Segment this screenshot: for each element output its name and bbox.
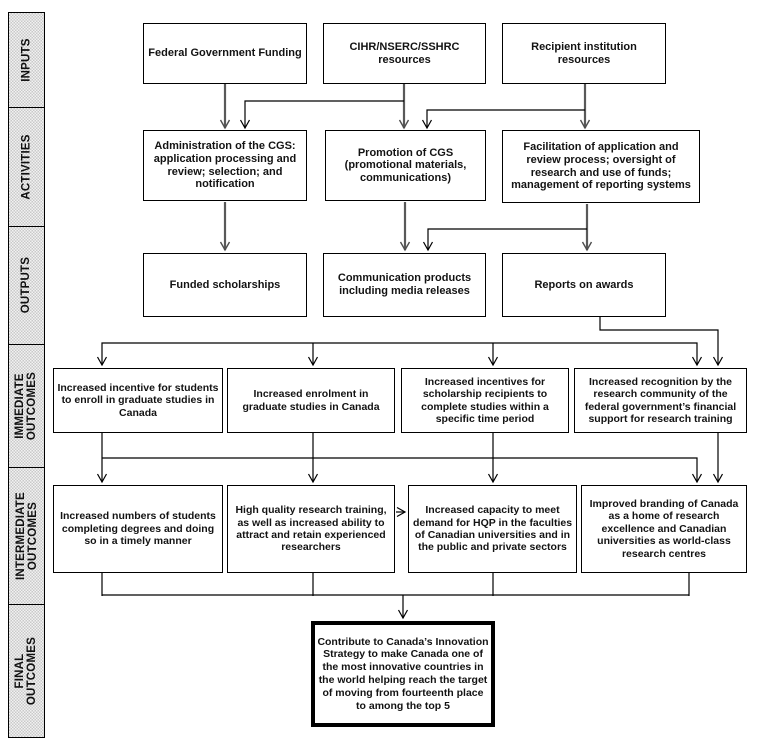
immediate-increased-enrolment-box: Increased enrolment in graduate studies … (227, 368, 395, 433)
box-text: Facilitation of application and review p… (511, 141, 691, 192)
box-text: Funded scholarships (169, 278, 281, 291)
intermediate-high-quality-training-box: High quality research training, as well … (227, 485, 395, 573)
box-text: Increased incentive for students to enro… (57, 381, 219, 419)
sidebar-label-final-outcomes-text: FINAL OUTCOMES (14, 636, 39, 706)
bus-outputs-to-immediate (96, 342, 703, 367)
immediate-incentives-complete-studies-box: Increased incentives for scholarship rec… (401, 368, 569, 433)
box-text: CIHR/NSERC/SSHRC resources (349, 40, 460, 66)
box-text: Communication products including media r… (337, 272, 472, 297)
arrow-input2-branch-to-activity1 (239, 100, 404, 130)
box-text: Improved branding of Canada as a home of… (589, 498, 739, 560)
inputs-recipient-institution-resources-box: Recipient institution resources (502, 23, 666, 84)
sidebar-label-activities: ACTIVITIES (8, 107, 45, 227)
sidebar-label-outputs: OUTPUTS (8, 226, 45, 345)
sidebar-label-inputs: INPUTS (8, 12, 45, 108)
inputs-cihr-nserc-sshrc-resources-box: CIHR/NSERC/SSHRC resources (323, 23, 486, 84)
final-outcome-innovation-strategy-box: Contribute to Canada’s Innovation Strate… (311, 621, 495, 727)
box-text: Administration of the CGS: application p… (153, 140, 297, 191)
arrow-reports-to-immediate4 (599, 317, 724, 367)
sidebar-label-inputs-text: INPUTS (20, 38, 33, 82)
outputs-funded-scholarships-box: Funded scholarships (143, 253, 307, 317)
intermediate-increased-numbers-completing-box: Increased numbers of students completing… (53, 485, 223, 573)
immediate-increased-incentive-enroll-box: Increased incentive for students to enro… (53, 368, 223, 433)
sidebar-label-immediate-outcomes: IMMEDIATE OUTCOMES (8, 344, 45, 468)
box-text: Federal Government Funding (148, 47, 302, 60)
box-text: Reports on awards (534, 278, 634, 291)
box-text: Increased capacity to meet demand for HQ… (412, 504, 573, 554)
sidebar-label-intermediate-outcomes-text: INTERMEDIATE OUTCOMES (14, 492, 39, 580)
sidebar-label-immediate-outcomes-text: IMMEDIATE OUTCOMES (14, 371, 39, 441)
box-text: Increased enrolment in graduate studies … (242, 388, 380, 413)
box-text: Increased incentives for scholarship rec… (421, 375, 549, 425)
activities-promotion-of-cgs-box: Promotion of CGS (promotional materials,… (325, 130, 486, 201)
box-text: Increased numbers of students completing… (60, 510, 216, 548)
sidebar-label-intermediate-outcomes: INTERMEDIATE OUTCOMES (8, 467, 45, 605)
arrow-activity3-branch-to-output2 (422, 228, 587, 252)
box-text: Contribute to Canada’s Innovation Strate… (317, 635, 489, 712)
box-text: Recipient institution resources (531, 40, 637, 66)
arrow-input3-branch-to-activity2 (421, 109, 585, 130)
bus-immediate-to-intermediate (102, 457, 703, 484)
sidebar-label-outputs-text: OUTPUTS (20, 257, 33, 314)
inputs-federal-government-funding-box: Federal Government Funding (143, 23, 307, 84)
sidebar-label-final-outcomes: FINAL OUTCOMES (8, 604, 45, 738)
activities-facilitation-oversight-box: Facilitation of application and review p… (502, 130, 700, 203)
box-text: High quality research training, as well … (235, 504, 387, 554)
sidebar-label-activities-text: ACTIVITIES (20, 134, 33, 200)
box-text: Promotion of CGS (promotional materials,… (344, 146, 467, 184)
box-text: Increased recognition by the research co… (584, 375, 737, 425)
intermediate-increased-capacity-hqp-box: Increased capacity to meet demand for HQ… (408, 485, 577, 573)
intermediate-improved-branding-box: Improved branding of Canada as a home of… (581, 485, 747, 573)
outputs-reports-on-awards-box: Reports on awards (502, 253, 666, 317)
activities-administration-of-cgs-box: Administration of the CGS: application p… (143, 130, 307, 201)
immediate-increased-recognition-box: Increased recognition by the research co… (574, 368, 747, 433)
outputs-communication-products-box: Communication products including media r… (323, 253, 486, 317)
